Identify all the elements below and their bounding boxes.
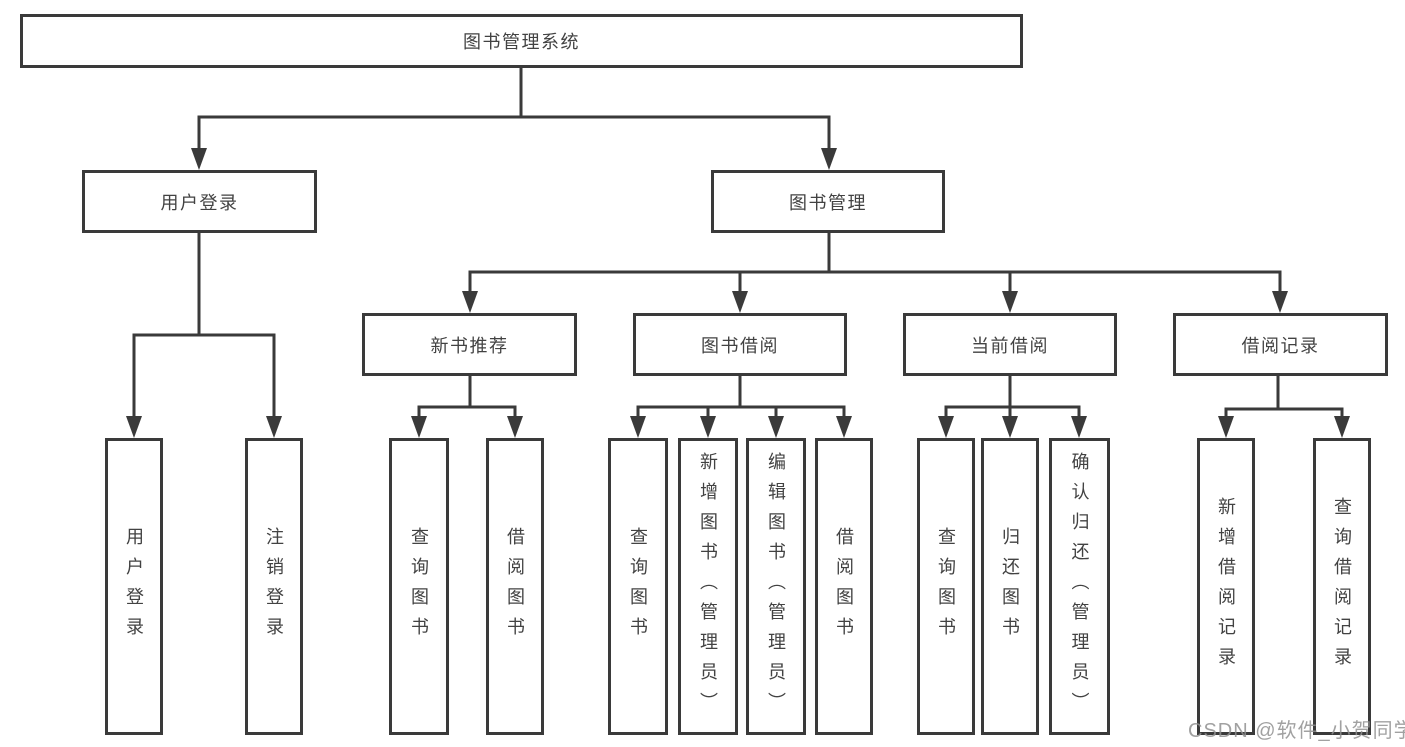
- node-label: 查询图书: [936, 526, 956, 647]
- node-book-borrow: 图书借阅: [633, 313, 847, 376]
- node-label: 用户登录: [160, 192, 239, 213]
- node-borrow-records: 借阅记录: [1173, 313, 1388, 376]
- node-label: 图书管理系统: [463, 32, 580, 52]
- node-label: 用户登录: [124, 526, 144, 647]
- node-query-borrow-record: 查询借阅记录: [1313, 438, 1371, 735]
- node-label: 借阅记录: [1241, 335, 1320, 356]
- node-borrow-books-leaf: 借阅图书: [815, 438, 873, 735]
- node-book-management: 图书管理: [711, 170, 945, 233]
- node-label: 查询图书: [409, 526, 429, 647]
- node-label: 归还图书: [1000, 526, 1020, 647]
- node-label: 确认归还（管理员）: [1069, 451, 1090, 722]
- node-logout-leaf: 注销登录: [245, 438, 303, 735]
- node-query-books-borrow: 查询图书: [608, 438, 668, 735]
- node-label: 新增借阅记录: [1216, 496, 1236, 677]
- node-add-borrow-record: 新增借阅记录: [1197, 438, 1255, 735]
- node-label: 查询图书: [628, 526, 648, 647]
- node-label: 查询借阅记录: [1332, 496, 1352, 677]
- node-add-book-admin: 新增图书（管理员）: [678, 438, 738, 735]
- node-label: 注销登录: [264, 526, 284, 647]
- node-return-book: 归还图书: [981, 438, 1039, 735]
- node-user-login: 用户登录: [82, 170, 317, 233]
- node-label: 图书管理: [789, 192, 867, 213]
- node-current-borrow: 当前借阅: [903, 313, 1117, 376]
- node-label: 图书借阅: [701, 335, 779, 356]
- node-label: 当前借阅: [971, 335, 1049, 356]
- watermark-text: CSDN @软件_小贺同学: [1188, 720, 1405, 742]
- node-query-books-current: 查询图书: [917, 438, 975, 735]
- node-label: 借阅图书: [505, 526, 525, 647]
- node-borrow-books-recommend: 借阅图书: [486, 438, 544, 735]
- node-edit-book-admin: 编辑图书（管理员）: [746, 438, 806, 735]
- node-query-books-recommend: 查询图书: [389, 438, 449, 735]
- node-label: 新增图书（管理员）: [698, 451, 718, 722]
- node-user-login-leaf: 用户登录: [105, 438, 163, 735]
- node-label: 编辑图书（管理员）: [766, 451, 786, 722]
- node-new-book-recommend: 新书推荐: [362, 313, 577, 376]
- node-confirm-return-admin: 确认归还（管理员）: [1049, 438, 1110, 735]
- node-label: 借阅图书: [834, 526, 854, 647]
- node-label: 新书推荐: [430, 335, 509, 356]
- node-library-management-system: 图书管理系统: [20, 14, 1023, 68]
